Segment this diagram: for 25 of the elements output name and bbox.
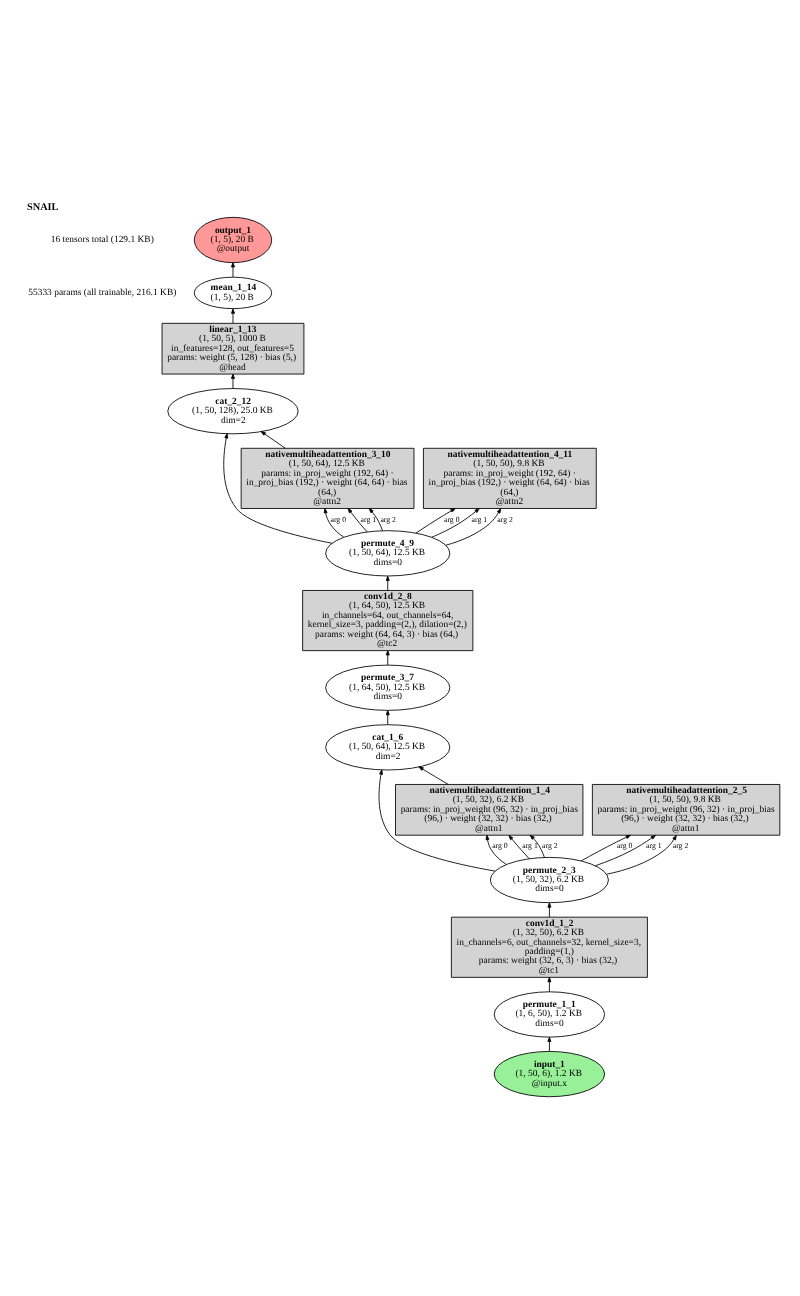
arrow — [347, 508, 368, 533]
arrow — [418, 766, 449, 785]
arrow — [385, 650, 390, 666]
arrow — [385, 710, 390, 726]
arrow — [445, 508, 502, 546]
arrow — [223, 433, 333, 544]
arrow — [580, 834, 631, 862]
arrow — [606, 835, 677, 875]
arrow — [529, 834, 545, 858]
arrow — [231, 308, 235, 324]
arrow — [260, 431, 286, 449]
arrow — [594, 834, 656, 867]
arrow — [485, 834, 507, 865]
arrow — [368, 508, 383, 532]
arrow — [547, 902, 552, 918]
arrow — [323, 508, 345, 538]
arrow — [385, 575, 390, 591]
arrow — [231, 262, 235, 278]
arrow — [231, 373, 235, 389]
arrow — [508, 835, 530, 860]
arrow — [547, 1036, 552, 1052]
arrow — [415, 508, 456, 534]
arrow — [378, 769, 496, 872]
arrow — [431, 508, 480, 538]
arrow — [547, 976, 552, 993]
